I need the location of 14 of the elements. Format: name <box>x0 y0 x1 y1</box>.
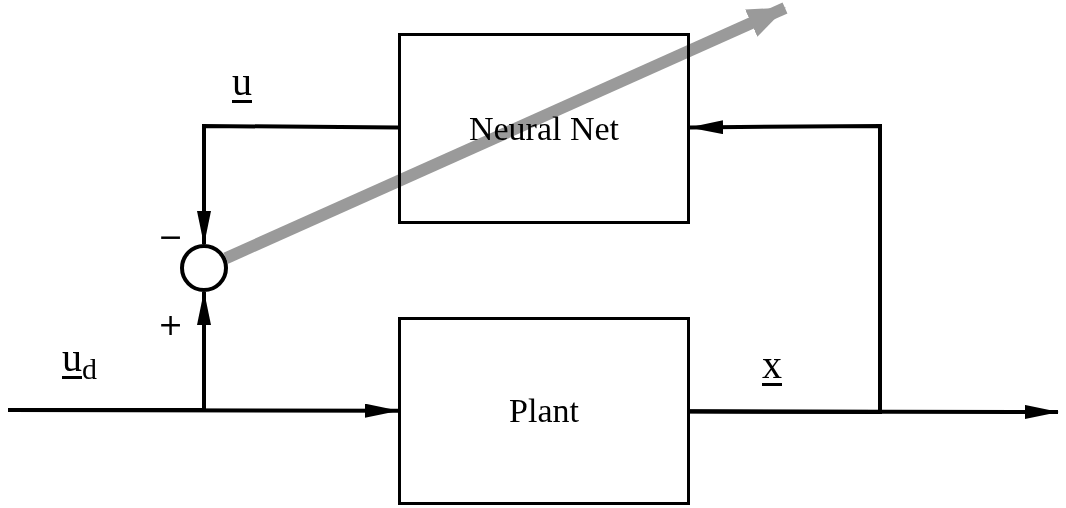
block-box <box>398 33 690 224</box>
summing-junction <box>180 244 228 292</box>
adaptation-arrow <box>223 2 788 264</box>
signal-arrow <box>197 124 398 245</box>
edge-label: u <box>232 62 252 102</box>
edge-label: x <box>762 345 782 385</box>
signal-arrow <box>689 120 882 414</box>
signal-arrow <box>8 291 211 412</box>
block-label: Neural Net <box>468 109 620 148</box>
block-box <box>398 317 690 505</box>
sign-label: − <box>158 222 184 252</box>
edge-label: u$_{d}$ <box>62 338 97 384</box>
sign-label: + <box>158 310 184 340</box>
block-label: Plant <box>509 392 579 430</box>
